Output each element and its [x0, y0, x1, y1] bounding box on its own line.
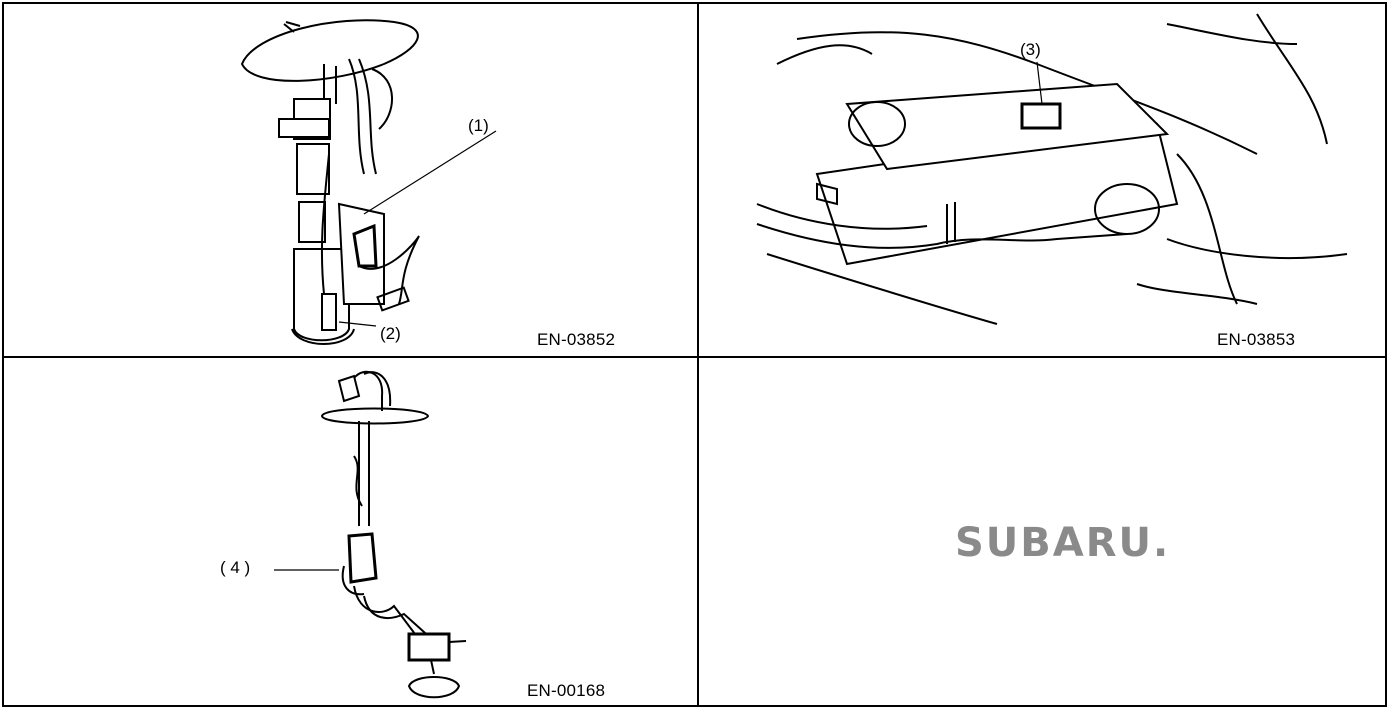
callout-2: (2): [380, 324, 401, 343]
subaru-logo: SUBARU.: [955, 520, 1171, 566]
callout-3: (3): [1020, 40, 1041, 59]
figure-cell-pump: (1) (2) EN-03852: [4, 4, 693, 354]
figure-cell-tank: (3) EN-03853: [697, 4, 1387, 354]
divider-vertical: [697, 4, 699, 705]
callout-4: ( 4 ): [220, 558, 251, 577]
fuel-pump-assembly-drawing: [240, 19, 497, 345]
figure-code: EN-03853: [1217, 330, 1296, 349]
divider-horizontal: [4, 356, 1385, 358]
figure-code: EN-00168: [527, 681, 606, 700]
figure-cell-sender: ( 4 ) EN-00168: [4, 356, 693, 707]
callout-1: (1): [468, 116, 489, 135]
fuel-tank-top-drawing: [756, 13, 1348, 325]
fuel-level-sender-drawing: [274, 370, 467, 699]
figure-code: EN-03852: [537, 330, 616, 349]
